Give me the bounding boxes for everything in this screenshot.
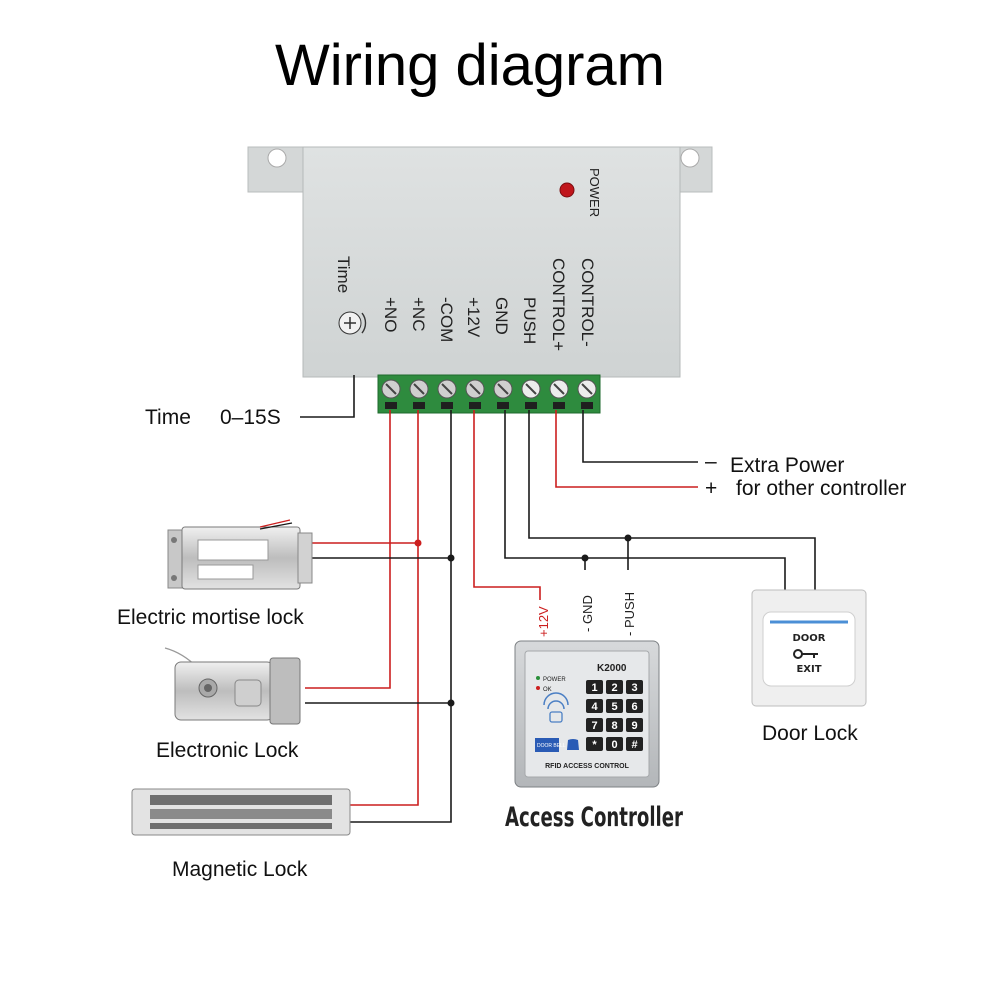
extra-power-minus-sign: – bbox=[705, 450, 717, 473]
time-range-label: 0–15S bbox=[220, 406, 281, 429]
terminal-label-control-plus: CONTROL+ bbox=[549, 258, 568, 351]
keypad-ok-led-label: OK bbox=[543, 687, 552, 693]
terminal-label-gnd: GND bbox=[492, 297, 511, 335]
wire-label-12v: +12V bbox=[536, 606, 551, 637]
rfid-icon bbox=[543, 692, 569, 723]
keypad-keys: 1 2 3 4 5 6 7 8 9 * 0 # bbox=[586, 680, 643, 751]
page-title: Wiring diagram bbox=[275, 33, 665, 98]
time-knob-label: Time bbox=[334, 256, 353, 293]
key-hash[interactable]: # bbox=[631, 739, 637, 751]
keypad-model-label: K2000 bbox=[597, 663, 627, 674]
terminal-label-com: -COM bbox=[437, 297, 456, 342]
key-0[interactable]: 0 bbox=[611, 739, 617, 751]
access-controller-keypad: K2000 POWER OK DOOR BELL 1 2 3 4 5 6 7 8… bbox=[514, 640, 660, 788]
time-callout-line bbox=[300, 375, 355, 418]
terminal-label-nc: +NC bbox=[409, 297, 428, 331]
power-supply-case bbox=[302, 146, 681, 378]
access-controller-label: Access Controller bbox=[505, 802, 683, 833]
wire-label-push: - PUSH bbox=[622, 592, 637, 636]
extra-power-label: Extra Power bbox=[730, 454, 844, 477]
key-6[interactable]: 6 bbox=[631, 701, 637, 713]
power-led-label: POWER bbox=[587, 168, 602, 217]
wires bbox=[305, 410, 816, 823]
other-controller-label: for other controller bbox=[736, 477, 906, 500]
power-supply-unit: POWER Time +NO +NC -COM +12V GND PUSH CO… bbox=[247, 146, 713, 414]
electric-mortise-lock bbox=[167, 519, 313, 590]
mount-hole-left bbox=[267, 148, 287, 168]
power-led-icon bbox=[559, 182, 575, 198]
keypad-bottom-label: RFID ACCESS CONTROL bbox=[545, 763, 629, 770]
key-8[interactable]: 8 bbox=[611, 720, 617, 732]
electronic-lock bbox=[164, 647, 301, 725]
wire-label-gnd: - GND bbox=[580, 595, 595, 632]
electric-mortise-lock-label: Electric mortise lock bbox=[117, 606, 304, 629]
mount-hole-right bbox=[680, 148, 700, 168]
key-9[interactable]: 9 bbox=[631, 720, 637, 732]
keypad-power-led-label: POWER bbox=[543, 677, 566, 683]
door-exit-button[interactable]: DOOR EXIT bbox=[751, 589, 867, 707]
key-1[interactable]: 1 bbox=[591, 682, 597, 694]
key-4[interactable]: 4 bbox=[591, 701, 598, 713]
magnetic-lock-label: Magnetic Lock bbox=[172, 858, 308, 881]
exit-button-line1: DOOR bbox=[792, 633, 825, 644]
key-icon bbox=[793, 649, 818, 659]
terminal-label-push: PUSH bbox=[520, 297, 539, 344]
terminal-label-control-minus: CONTROL- bbox=[578, 258, 597, 347]
key-7[interactable]: 7 bbox=[591, 720, 597, 732]
time-label: Time bbox=[145, 406, 191, 429]
key-5[interactable]: 5 bbox=[611, 701, 617, 713]
exit-button-line2: EXIT bbox=[796, 664, 821, 675]
terminal-screws bbox=[381, 379, 597, 409]
electronic-lock-label: Electronic Lock bbox=[156, 739, 299, 762]
magnetic-lock bbox=[131, 788, 351, 836]
key-star[interactable]: * bbox=[592, 739, 597, 751]
door-bell-button[interactable] bbox=[535, 738, 559, 752]
key-2[interactable]: 2 bbox=[611, 682, 617, 694]
extra-power-plus-sign: + bbox=[705, 477, 717, 500]
bell-icon bbox=[567, 739, 579, 750]
terminal-label-no: +NO bbox=[381, 297, 400, 332]
door-bell-label: DOOR BELL bbox=[537, 743, 566, 749]
key-3[interactable]: 3 bbox=[631, 682, 637, 694]
terminal-label-12v: +12V bbox=[464, 297, 483, 338]
door-lock-label: Door Lock bbox=[762, 722, 858, 745]
